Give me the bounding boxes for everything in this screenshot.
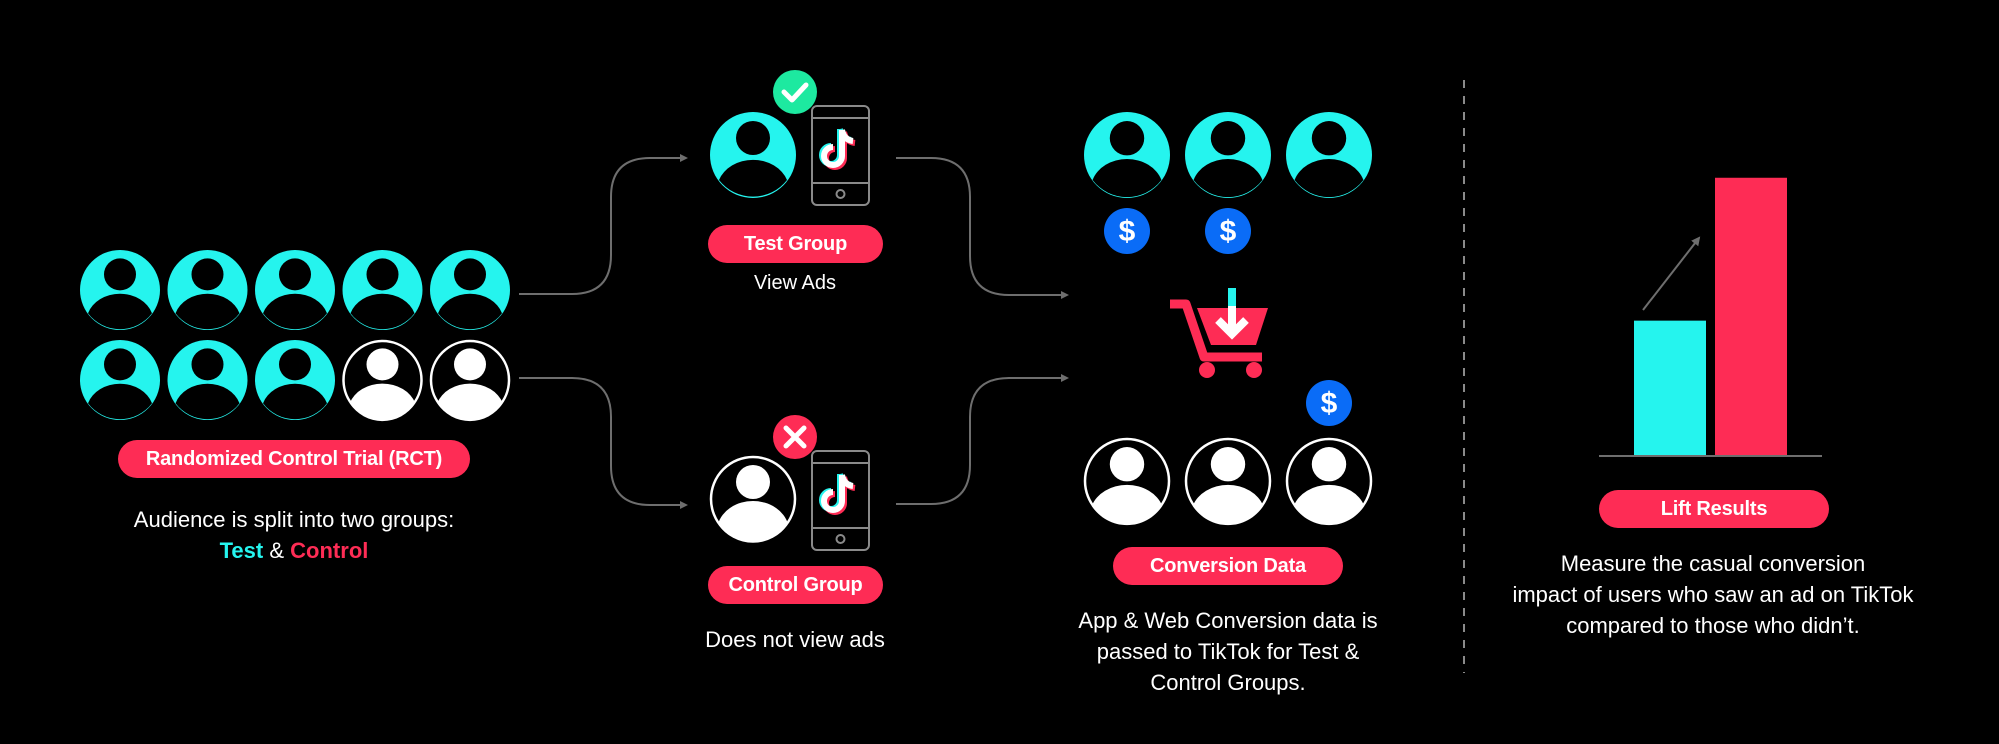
tiktok-phone-icon <box>811 105 870 206</box>
test-word: Test <box>219 538 264 563</box>
lift-caption: Measure the casual conversion impact of … <box>1480 548 1946 641</box>
audience-avatar <box>255 340 335 420</box>
conversion-data-label: Conversion Data <box>1113 547 1343 585</box>
lift-caption-line: impact of users who saw an ad on TikTok <box>1512 582 1914 607</box>
audience-avatar <box>430 250 510 330</box>
conversion-test-avatar <box>1084 112 1170 198</box>
connector-to-control-group <box>519 377 688 509</box>
rct-description-text: Audience is split into two groups: <box>133 507 455 532</box>
conversion-caption-line: Control Groups. <box>1150 670 1306 695</box>
audience-avatar <box>255 250 335 330</box>
audience-avatar <box>167 340 248 420</box>
control-word: Control <box>290 538 369 563</box>
connector-control-to-conversion <box>896 374 1069 505</box>
svg-text:$: $ <box>1220 215 1237 248</box>
lift-chart <box>1599 177 1822 457</box>
tiktok-logo-icon <box>819 473 856 515</box>
test-group-caption: View Ads <box>754 272 836 294</box>
rct-groups-line: Test & Control <box>60 535 528 566</box>
lift-bar-test <box>1715 177 1787 456</box>
lift-caption-line: Measure the casual conversion <box>1560 551 1866 576</box>
conversion-control-users: $ <box>1083 380 1373 526</box>
lift-arrow <box>1642 236 1701 311</box>
rct-description: Audience is split into two groups: Test … <box>60 504 528 566</box>
connector-to-test-group <box>519 154 688 295</box>
x-icon <box>773 415 817 459</box>
conversion-test-users: $$ <box>1084 112 1372 254</box>
conversion-test-avatar <box>1185 112 1271 198</box>
control-group-label: Control Group <box>708 566 883 604</box>
svg-text:$: $ <box>1321 387 1338 420</box>
ampersand: & <box>269 538 285 563</box>
dollar-icon: $ <box>1205 208 1251 254</box>
dollar-icon: $ <box>1104 208 1150 254</box>
dollar-icon: $ <box>1306 380 1352 426</box>
conversion-control-avatar <box>1285 437 1373 526</box>
tiktok-logo-icon <box>819 128 856 170</box>
conversion-caption-line: App & Web Conversion data is <box>1078 608 1378 633</box>
check-icon <box>773 70 817 114</box>
conversion-caption-line: passed to TikTok for Test & <box>1096 639 1360 664</box>
audience-avatar <box>342 250 423 330</box>
lift-bar-control <box>1634 320 1706 456</box>
audience-avatar <box>167 250 248 330</box>
tiktok-phone-icon <box>811 450 870 551</box>
svg-text:$: $ <box>1119 215 1136 248</box>
conversion-test-avatar <box>1286 112 1372 198</box>
audience-avatar <box>342 339 423 422</box>
audience-group <box>80 250 511 422</box>
audience-avatar <box>80 250 160 330</box>
rct-label: Randomized Control Trial (RCT) <box>118 440 470 478</box>
test-group-avatar <box>710 112 796 198</box>
audience-avatar <box>80 340 160 420</box>
conversion-caption: App & Web Conversion data is passed to T… <box>1040 605 1416 698</box>
conversion-control-avatar <box>1184 437 1272 526</box>
connector-test-to-conversion <box>896 157 1069 299</box>
control-group-caption: Does not view ads <box>705 627 885 652</box>
control-group-avatar <box>709 455 797 543</box>
shopping-cart-icon <box>1170 288 1268 378</box>
conversion-control-avatar <box>1083 437 1171 526</box>
download-arrow-icon <box>1215 306 1249 340</box>
test-group-label: Test Group <box>708 225 883 263</box>
lift-caption-line: compared to those who didn’t. <box>1566 613 1860 638</box>
lift-results-label: Lift Results <box>1599 490 1829 528</box>
audience-avatar <box>429 339 511 422</box>
